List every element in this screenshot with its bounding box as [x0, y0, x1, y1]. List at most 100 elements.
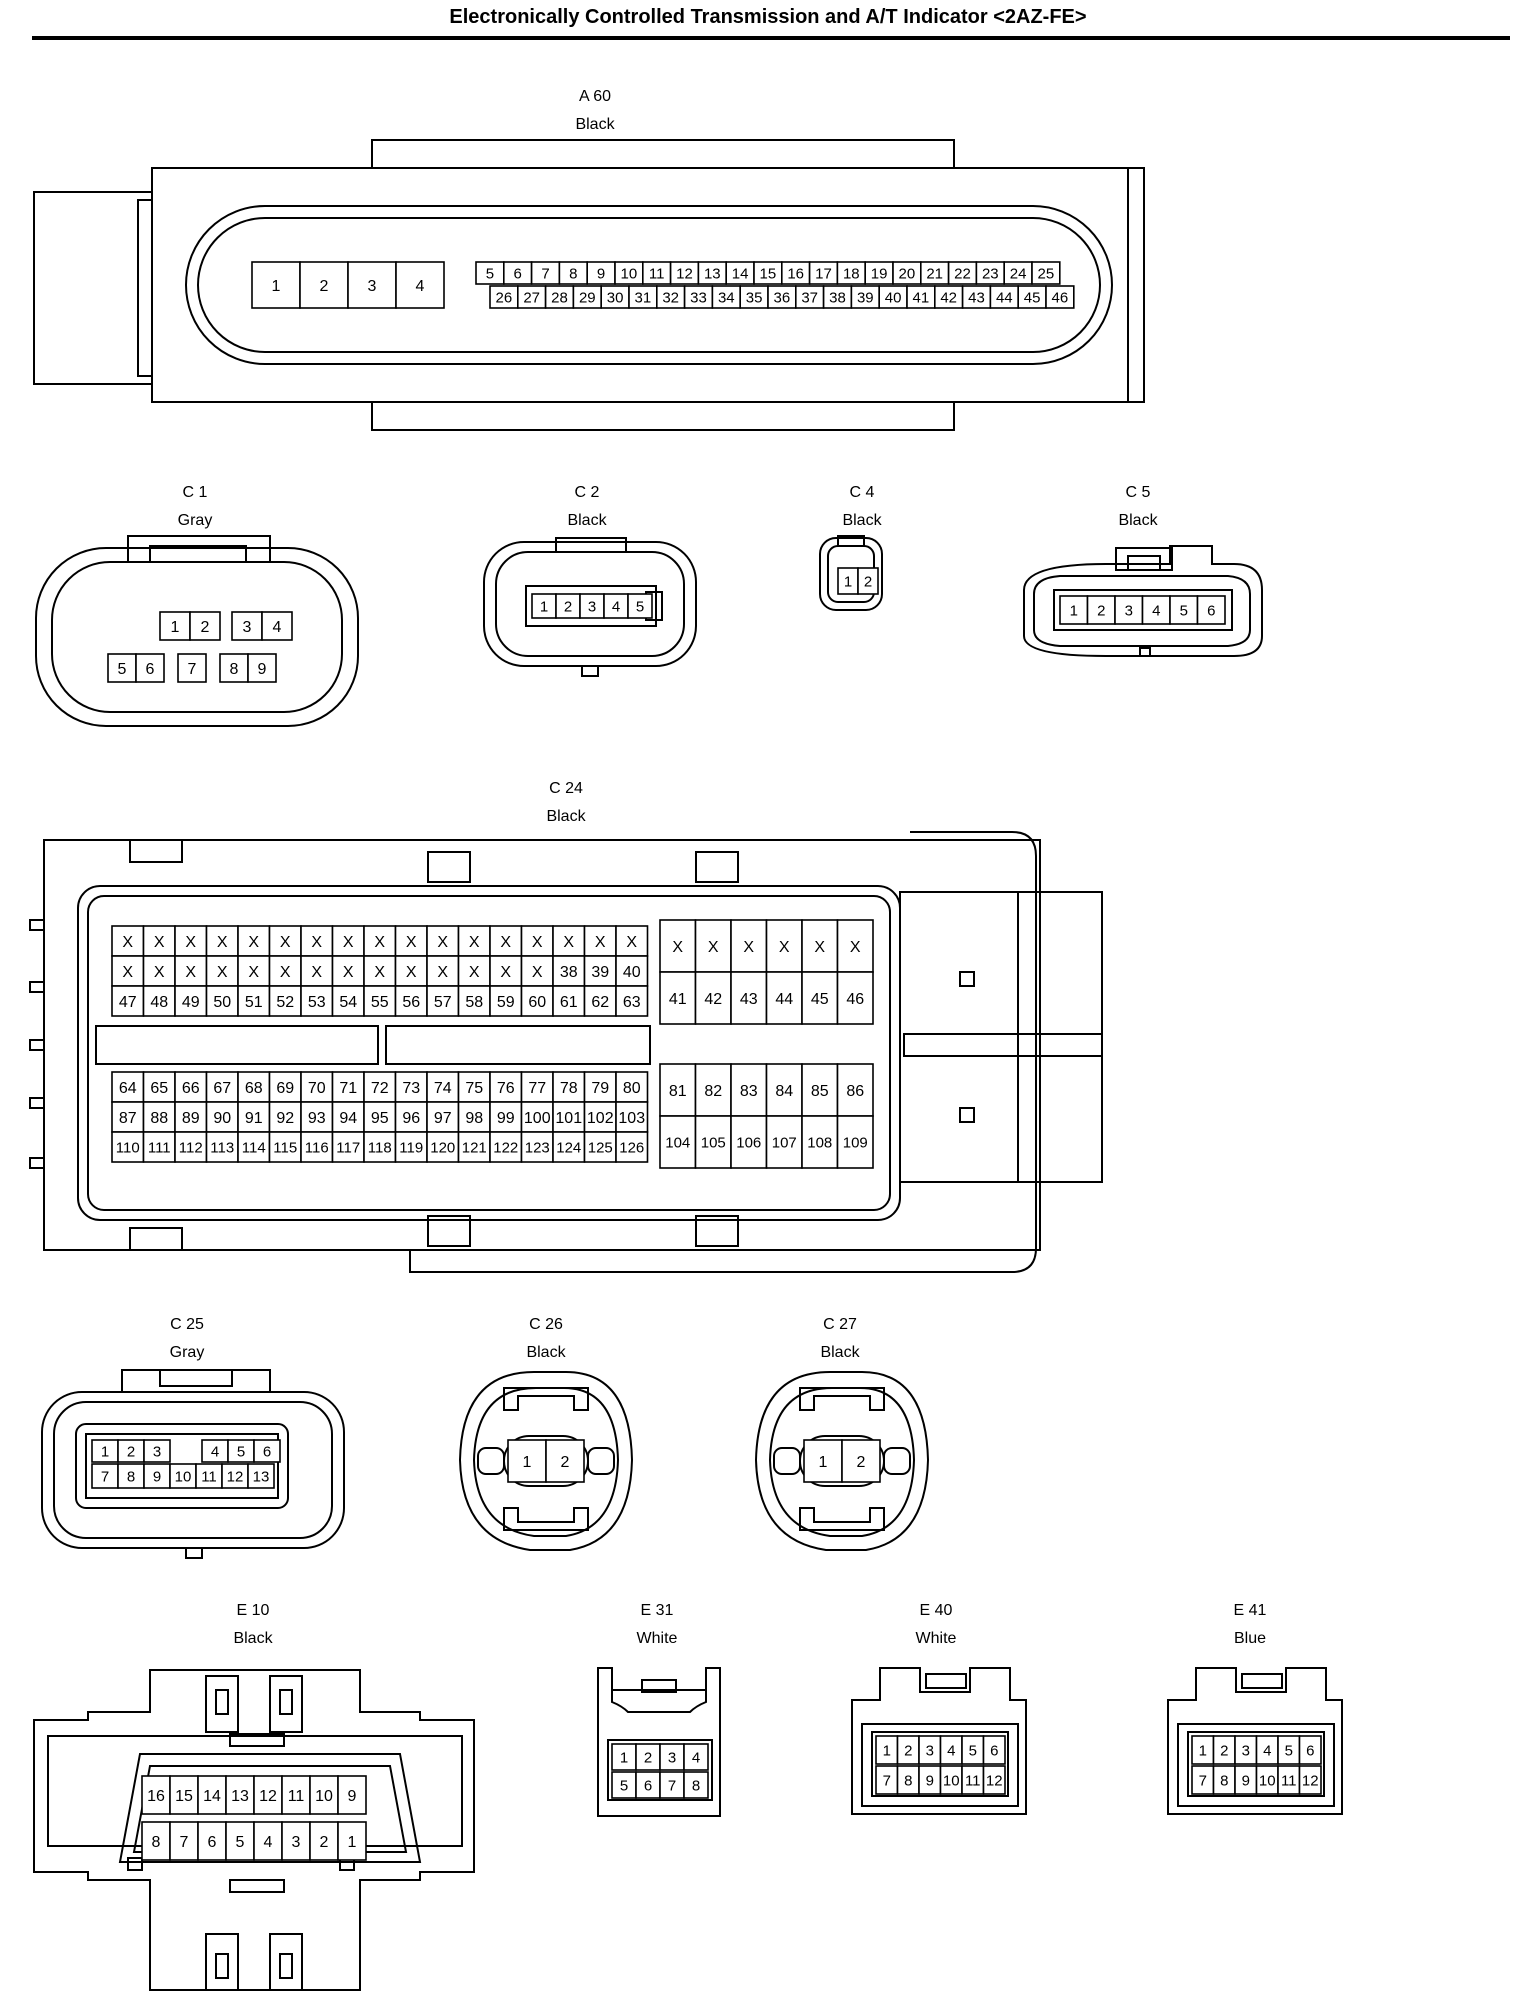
c1-connector: [35, 535, 359, 727]
svg-text:90: 90: [213, 1110, 231, 1127]
svg-text:9: 9: [348, 1788, 357, 1805]
svg-text:45: 45: [811, 991, 829, 1008]
c24-pin-121: 121: [457, 1131, 491, 1163]
svg-text:9: 9: [926, 1772, 934, 1789]
a60-pin-25: 25: [1031, 261, 1061, 285]
a60-pin-7: 7: [530, 261, 561, 285]
svg-text:71: 71: [339, 1080, 357, 1097]
svg-text:51: 51: [245, 994, 263, 1011]
svg-text:4: 4: [692, 1749, 700, 1766]
svg-text:6: 6: [990, 1742, 998, 1759]
a60-pin-8: 8: [558, 261, 589, 285]
svg-text:3: 3: [243, 619, 252, 636]
c4-color: Black: [842, 512, 882, 529]
c25-pin-3: 3: [143, 1439, 171, 1463]
svg-text:126: 126: [619, 1139, 644, 1156]
c24-pin-43: 43: [730, 971, 768, 1025]
a60-pin-2: 2: [299, 261, 349, 309]
c27-id: C 27: [823, 1316, 857, 1333]
e40-pin-12: 12: [982, 1765, 1006, 1795]
c24-pin-105: 105: [694, 1115, 732, 1169]
a60-connector: [33, 139, 1145, 431]
c24-pin-76: 76: [489, 1071, 523, 1103]
svg-text:5: 5: [969, 1742, 977, 1759]
c25-pin-4: 4: [201, 1439, 229, 1463]
svg-text:60: 60: [528, 994, 546, 1011]
c1-pin-3: 3: [231, 611, 263, 641]
c24-pin-82: 82: [694, 1063, 732, 1117]
c24-pin-x: X: [142, 955, 176, 987]
svg-text:61: 61: [560, 994, 578, 1011]
svg-text:4: 4: [273, 619, 282, 636]
e31-pin-2: 2: [635, 1743, 661, 1771]
svg-text:X: X: [814, 939, 825, 956]
svg-text:98: 98: [465, 1110, 483, 1127]
e40-color: White: [915, 1630, 957, 1647]
svg-text:46: 46: [1052, 289, 1069, 306]
c24-pin-x: X: [520, 955, 554, 987]
c24-pin-117: 117: [331, 1131, 365, 1163]
c24-pin-x: X: [659, 919, 697, 973]
c24-pin-x: X: [394, 955, 428, 987]
svg-text:6: 6: [514, 265, 522, 282]
svg-text:X: X: [280, 964, 291, 981]
svg-text:5: 5: [636, 598, 644, 615]
svg-text:6: 6: [1207, 602, 1215, 619]
svg-text:X: X: [122, 934, 133, 951]
e40-pin-3: 3: [918, 1735, 942, 1765]
svg-text:41: 41: [669, 991, 687, 1008]
svg-text:3: 3: [1125, 602, 1133, 619]
svg-text:3: 3: [292, 1834, 301, 1851]
e41-pin-8: 8: [1212, 1765, 1236, 1795]
svg-text:X: X: [708, 939, 719, 956]
svg-text:18: 18: [843, 265, 860, 282]
c27-connector: [754, 1371, 930, 1551]
svg-text:6: 6: [263, 1443, 271, 1460]
c25-color: Gray: [169, 1344, 205, 1361]
svg-text:16: 16: [787, 265, 804, 282]
svg-text:81: 81: [669, 1083, 687, 1100]
svg-text:5: 5: [486, 265, 494, 282]
e41-pin-9: 9: [1234, 1765, 1258, 1795]
svg-text:X: X: [595, 934, 606, 951]
svg-text:1: 1: [819, 1454, 828, 1471]
e41-pin-1: 1: [1191, 1735, 1215, 1765]
svg-text:27: 27: [523, 289, 540, 306]
a60-pin-11: 11: [641, 261, 672, 285]
svg-text:2: 2: [857, 1454, 866, 1471]
e40-pin-5: 5: [961, 1735, 985, 1765]
c24-pin-x: X: [331, 955, 365, 987]
c24-pin-122: 122: [489, 1131, 523, 1163]
svg-text:82: 82: [704, 1083, 722, 1100]
c24-pin-53: 53: [300, 985, 334, 1017]
c24-pin-89: 89: [174, 1101, 208, 1133]
svg-text:41: 41: [913, 289, 930, 306]
svg-text:4: 4: [612, 598, 620, 615]
svg-text:50: 50: [213, 994, 231, 1011]
c24-pin-x: X: [394, 925, 428, 957]
svg-text:42: 42: [704, 991, 722, 1008]
c24-pin-x: X: [268, 955, 302, 987]
svg-text:17: 17: [815, 265, 832, 282]
svg-text:54: 54: [339, 994, 357, 1011]
page-title: Electronically Controlled Transmission a…: [449, 6, 1087, 28]
svg-text:39: 39: [857, 289, 874, 306]
c24-pin-63: 63: [615, 985, 649, 1017]
svg-text:45: 45: [1024, 289, 1041, 306]
svg-text:1: 1: [171, 619, 180, 636]
e31-id: E 31: [640, 1602, 674, 1619]
a60-pin-40: 40: [878, 285, 908, 309]
a60-pin-35: 35: [739, 285, 769, 309]
c27-pin-2: 2: [841, 1439, 881, 1483]
svg-text:8: 8: [1220, 1772, 1228, 1789]
c24-pin-58: 58: [457, 985, 491, 1017]
svg-text:10: 10: [1259, 1772, 1276, 1789]
c5-pin-5: 5: [1169, 595, 1199, 625]
svg-text:86: 86: [846, 1083, 864, 1100]
svg-text:38: 38: [829, 289, 846, 306]
svg-text:102: 102: [587, 1110, 614, 1127]
svg-text:47: 47: [119, 994, 137, 1011]
c24-pin-x: X: [205, 955, 239, 987]
svg-text:26: 26: [496, 289, 513, 306]
c24-pin-73: 73: [394, 1071, 428, 1103]
